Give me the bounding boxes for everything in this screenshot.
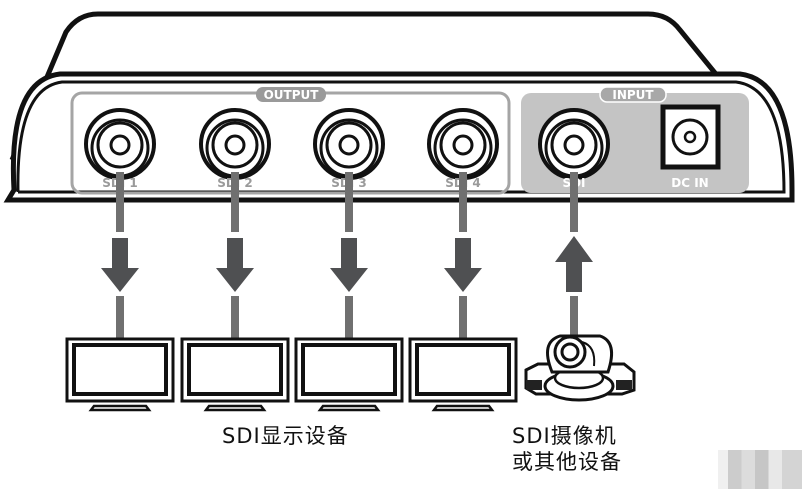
cable-segment — [459, 172, 467, 200]
cable-segment — [231, 172, 239, 200]
device-front-inner-outline — [16, 80, 786, 194]
blurred-watermark — [718, 450, 802, 489]
camera-caption-line1: SDI摄像机 — [512, 424, 617, 448]
camera-caption: SDI摄像机 或其他设备 — [512, 423, 622, 475]
input-label-badge — [599, 86, 667, 103]
cable-segment — [116, 296, 124, 340]
sdi-display-monitor-icon — [294, 337, 404, 412]
cable-segment — [116, 190, 124, 232]
output-panel: OUTPUT — [70, 87, 511, 195]
arrow-down-icon — [330, 238, 368, 292]
cable-segment — [231, 296, 239, 340]
cables — [116, 190, 578, 340]
input-sdi-bnc-icon — [538, 108, 610, 180]
cable-segment — [570, 296, 578, 336]
output-group-label: OUTPUT — [264, 88, 320, 102]
ports — [84, 108, 610, 180]
dc-in-label: DC IN — [671, 176, 708, 190]
cable-segment — [570, 190, 578, 232]
arrow-down-icon — [444, 238, 482, 292]
arrows — [101, 236, 593, 292]
cable-segment — [116, 172, 124, 200]
cable-segment — [231, 190, 239, 232]
sdi-display-monitor-icon — [408, 337, 518, 412]
monitors — [65, 337, 518, 412]
output-label-badge — [256, 87, 326, 102]
device-top-outline — [9, 11, 792, 167]
output-port-2-bnc-icon — [199, 108, 271, 180]
cable-segment — [459, 190, 467, 232]
output-port-1-bnc-icon — [84, 108, 156, 180]
display-caption-text: SDI显示设备 — [222, 424, 349, 448]
cable-segment — [345, 296, 353, 340]
display-devices-caption: SDI显示设备 — [222, 423, 349, 449]
sdi-display-monitor-icon — [65, 337, 175, 412]
sdi-display-monitor-icon — [180, 337, 290, 412]
cable-segment — [570, 172, 578, 200]
arrow-down-icon — [216, 238, 254, 292]
cable-segment — [345, 172, 353, 200]
dc-in-jack — [660, 104, 721, 170]
arrow-down-icon — [101, 238, 139, 292]
output-port-3-bnc-icon — [313, 108, 385, 180]
cable-segment — [345, 190, 353, 232]
input-group-label: INPUT — [612, 88, 654, 102]
camera-caption-line2: 或其他设备 — [512, 450, 622, 474]
cable-segment — [459, 296, 467, 340]
ptz-camera-icon — [524, 334, 636, 402]
output-port-4-bnc-icon — [427, 108, 499, 180]
arrow-up-icon — [555, 236, 593, 292]
